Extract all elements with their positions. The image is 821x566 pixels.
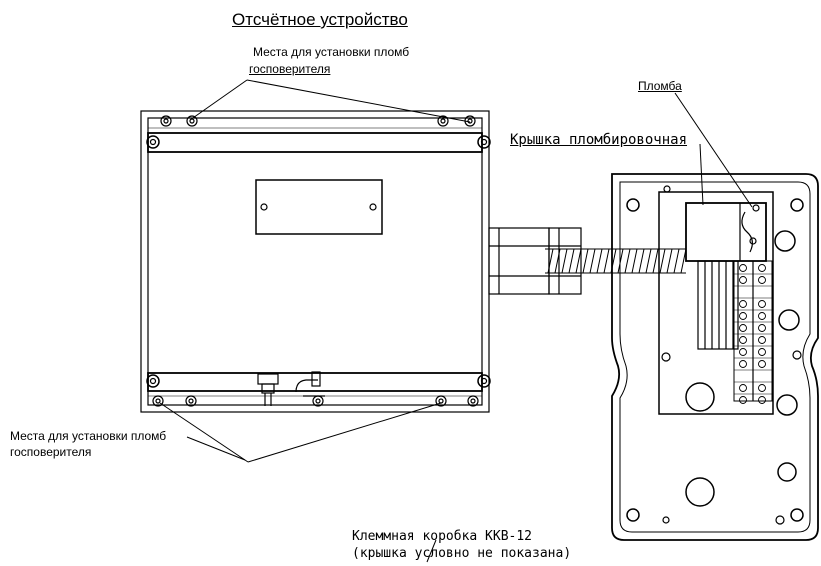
mount-hole-icon [790, 508, 804, 522]
device-top-bar [147, 132, 483, 153]
seal-places-bottom-line2: госповерителя [10, 445, 92, 459]
corrugated-hose [545, 248, 687, 274]
mount-hole-icon [790, 198, 804, 212]
terminal-box-label-line1: Клеммная коробка ККВ-12 [352, 529, 533, 544]
seal-places-top-line1: Места для установки пломб [253, 45, 410, 59]
nameplate-screw-right-icon [369, 203, 377, 211]
device-outer-frame [140, 110, 490, 413]
cable-entry-hole-icon [685, 477, 715, 507]
device-inner-frame [147, 117, 483, 406]
bottom-valve-icon [295, 371, 325, 407]
seal-screw-bottom-left-icon [152, 395, 197, 407]
terminal-box-label-line2: (крышка условно не показана) [352, 546, 572, 561]
cable-entry-hole-icon [685, 382, 715, 412]
terminal-compartment [658, 191, 774, 415]
terminal-box [611, 173, 819, 541]
terminal-screws [739, 264, 766, 404]
bottom-connector-icon [257, 373, 279, 406]
seal-screw-icon [752, 204, 760, 212]
cable-entry-hole-icon [778, 309, 800, 331]
cable-entry-hole-icon [776, 394, 798, 416]
diagram-title: Отсчётное устройство [232, 10, 408, 29]
leader-lines [159, 79, 753, 563]
cable-gland [488, 227, 582, 295]
seal-screw-top-left-icon [160, 115, 198, 127]
seal-label: Пломба [638, 79, 682, 93]
bar-screw-top-right-icon [477, 135, 491, 149]
device-bottom-bar [147, 372, 483, 392]
mount-hole-icon [626, 198, 640, 212]
cable-entry-hole-icon [777, 462, 797, 482]
seal-places-top-line2: госповерителя [249, 62, 331, 76]
sealing-cover-label: Крышка пломбировочная [510, 132, 688, 148]
bar-screw-bottom-right-icon [477, 374, 491, 388]
bar-screw-bottom-left-icon [146, 374, 160, 388]
seal-places-bottom-line1: Места для установки пломб [10, 429, 167, 443]
sealing-cover [685, 202, 767, 262]
reading-device [140, 110, 491, 413]
bar-screw-top-left-icon [146, 135, 160, 149]
nameplate [255, 179, 383, 235]
mount-hole-icon [626, 508, 640, 522]
cable-entry-hole-icon [774, 230, 796, 252]
nameplate-screw-left-icon [260, 203, 268, 211]
seal-screw-bottom-right-icon [435, 395, 479, 407]
